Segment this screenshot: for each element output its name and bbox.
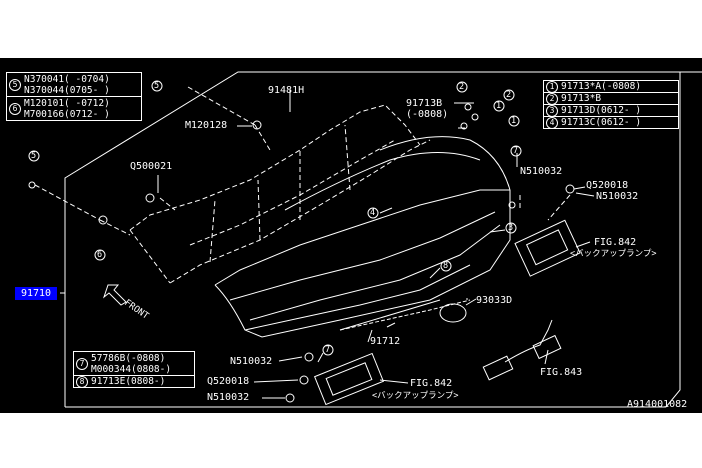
callout-label[interactable]: 93033D [476,295,513,306]
marker-3: 3 [508,223,514,233]
diagram-id: A914001082 [627,399,688,410]
legend-row: 6 M120101( -0712) M700166(0712- ) [7,97,141,120]
legend-text: 91713C(0612- ) [561,117,642,128]
callout-label: (-0808) [406,109,449,120]
legend-marker: 5 [9,78,21,91]
legend-marker: 4 [546,116,558,129]
legend-marker: 6 [9,102,21,115]
callout-label[interactable]: FIG.842 [594,237,637,248]
legend-text: M700166(0712- ) [24,108,110,120]
marker-5: 5 [154,81,160,91]
callout-label[interactable]: 91713B [406,98,443,109]
marker-1: 1 [511,116,517,126]
callout-label[interactable]: 91481H [268,85,305,96]
legend-row: 7 57786B(-0808) M000344(0808-) [74,352,194,376]
callout-label[interactable]: FIG.843 [540,367,583,378]
legend-row: 5 N370041( -0704) N370044(0705- ) [7,73,141,97]
legend-text: 91713D(0612- ) [561,105,642,116]
legend-text: 57786B(-0808) [91,352,166,364]
callout-label[interactable]: M120128 [185,120,228,131]
legend-bottom-left: 7 57786B(-0808) M000344(0808-) 8 91713E(… [73,351,195,388]
callout-label[interactable]: N510032 [207,392,250,403]
highlighted-part-label[interactable]: 91710 [15,287,57,300]
legend-text: 91713*B [561,93,602,104]
callout-label[interactable]: FIG.842 [410,378,453,389]
callout-label[interactable]: 91712 [370,336,401,347]
legend-top-left: 5 N370041( -0704) N370044(0705- ) 6 M120… [6,72,142,121]
callout-label[interactable]: N510032 [520,166,563,177]
legend-marker: 7 [76,357,88,370]
callout-label: <バックアップランプ> [372,391,459,401]
legend-text: N370041( -0704) [24,73,110,85]
marker-2: 2 [459,82,465,92]
marker-7: 7 [513,146,519,156]
marker-5: 5 [31,151,37,161]
callout-label[interactable]: N510032 [230,356,273,367]
callout-label[interactable]: Q520018 [207,376,250,387]
legend-text: 91713*A(-0808) [561,81,642,92]
marker-4: 4 [370,208,376,218]
marker-7: 7 [325,345,331,355]
marker-2: 2 [506,90,512,100]
callout-label: <バックアップランプ> [570,249,657,259]
legend-text: M000344(0808-) [91,363,172,375]
legend-text: 91713E(0808-) [91,376,166,387]
marker-6: 6 [97,250,103,260]
legend-marker: 8 [76,375,88,388]
legend-text: M120101( -0712) [24,97,110,109]
legend-marker: 1 [546,80,558,93]
marker-8: 8 [443,261,449,271]
callout-label[interactable]: N510032 [596,191,639,202]
diagram-linework [28,71,702,408]
parts-diagram: 5 N370041( -0704) N370044(0705- ) 6 M120… [0,58,702,413]
legend-text: N370044(0705- ) [24,84,110,96]
legend-marker: 2 [546,92,558,105]
legend-marker: 3 [546,104,558,117]
marker-1: 1 [496,101,502,111]
legend-row: 8 91713E(0808-) [74,375,194,388]
callout-label[interactable]: Q520018 [586,180,629,191]
callout-label[interactable]: Q500021 [130,161,173,172]
